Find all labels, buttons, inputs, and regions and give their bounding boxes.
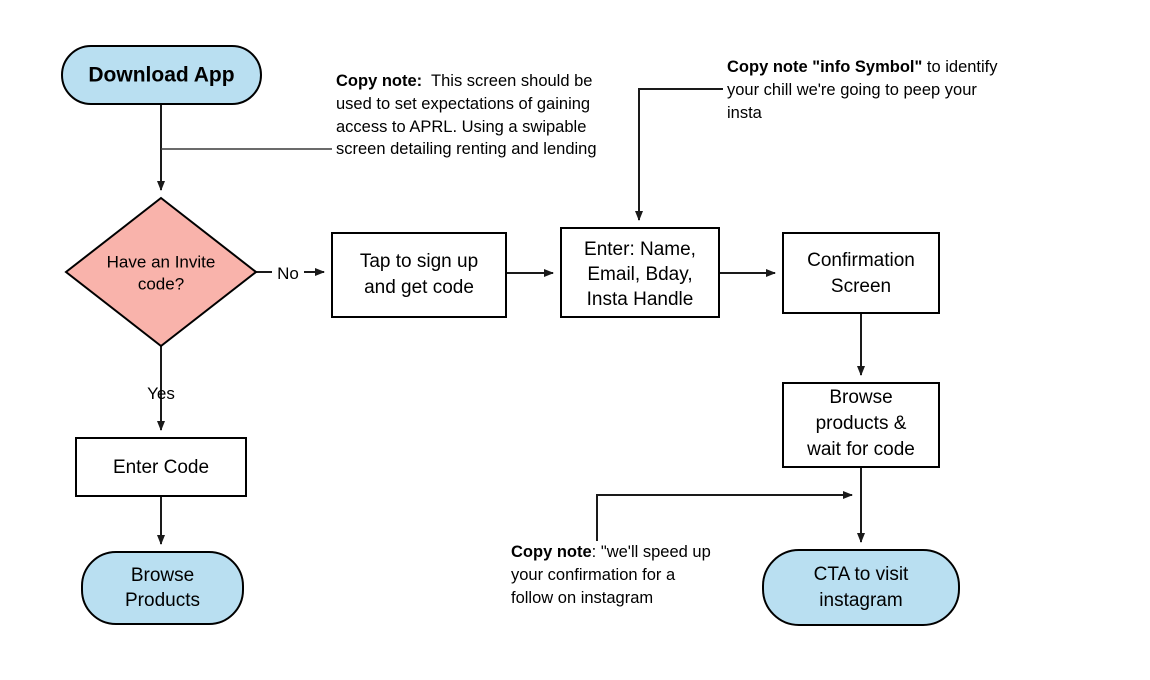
edge-decision-yes-to-enter-code: Yes [147,346,175,431]
node-browse-wait-label-line3: wait for code [806,439,915,460]
copy-note-info-symbol-text: to identify your chill we're going to pe… [727,58,1003,122]
node-cta-instagram[interactable]: CTA to visit instagram [762,549,960,626]
copy-note-onboarding-screen-text: This screen should be used to set expect… [336,72,598,159]
node-have-invite-code-label-line1: Have an Invite [107,252,216,271]
node-download-app[interactable]: Download App [61,45,262,105]
node-enter-details-label-line3: Insta Handle [587,289,694,310]
node-enter-details[interactable]: Enter: Name, Email, Bday, Insta Handle [560,227,720,318]
copy-note-instagram-follow-text: : "we'll speed up your confirmation for … [511,543,716,607]
node-enter-details-label-line2: Email, Bday, [587,264,692,285]
copy-note-info-symbol-label: Copy note "info Symbol" [727,58,923,76]
node-download-app-label: Download App [88,64,234,87]
edge-decision-no-to-tap-signup: No [256,261,325,283]
edge-label-yes: Yes [147,384,175,403]
node-browse-products-label-line1: Browse [131,565,194,586]
node-cta-instagram-label-line1: CTA to visit [814,564,909,585]
copy-note-instagram-follow-label: Copy note [511,543,592,561]
node-confirmation-screen-label-line2: Screen [831,276,891,297]
node-enter-code[interactable]: Enter Code [75,437,247,497]
edge-label-no: No [277,264,299,283]
node-browse-products-label-line2: Products [125,590,200,611]
node-browse-products[interactable]: Browse Products [81,551,244,625]
copy-note-onboarding-screen: Copy note: This screen should be used to… [336,70,628,161]
node-tap-sign-up[interactable]: Tap to sign up and get code [331,232,507,318]
edge-note3-connector [596,491,853,541]
edge-note2-connector [635,88,723,221]
node-browse-wait-for-code[interactable]: Browse products & wait for code [782,382,940,468]
node-confirmation-screen-label-line1: Confirmation [807,250,915,271]
node-browse-wait-label-line1: Browse [829,387,892,408]
copy-note-onboarding-screen-label: Copy note: [336,72,423,90]
node-have-invite-code-label-line2: code? [138,274,184,293]
node-enter-details-label-line1: Enter: Name, [584,239,696,260]
node-browse-wait-label-line2: products & [816,413,907,434]
node-tap-sign-up-label-line2: and get code [364,277,474,298]
copy-note-instagram-follow: Copy note: "we'll speed up your confirma… [511,541,711,609]
node-enter-code-label: Enter Code [113,457,209,478]
node-cta-instagram-label-line2: instagram [819,590,902,611]
node-confirmation-screen[interactable]: Confirmation Screen [782,232,940,314]
copy-note-info-symbol: Copy note "info Symbol" to identify your… [727,56,1005,124]
node-have-invite-code[interactable]: Have an Invite code? [64,196,258,348]
node-tap-sign-up-label-line1: Tap to sign up [360,251,478,272]
